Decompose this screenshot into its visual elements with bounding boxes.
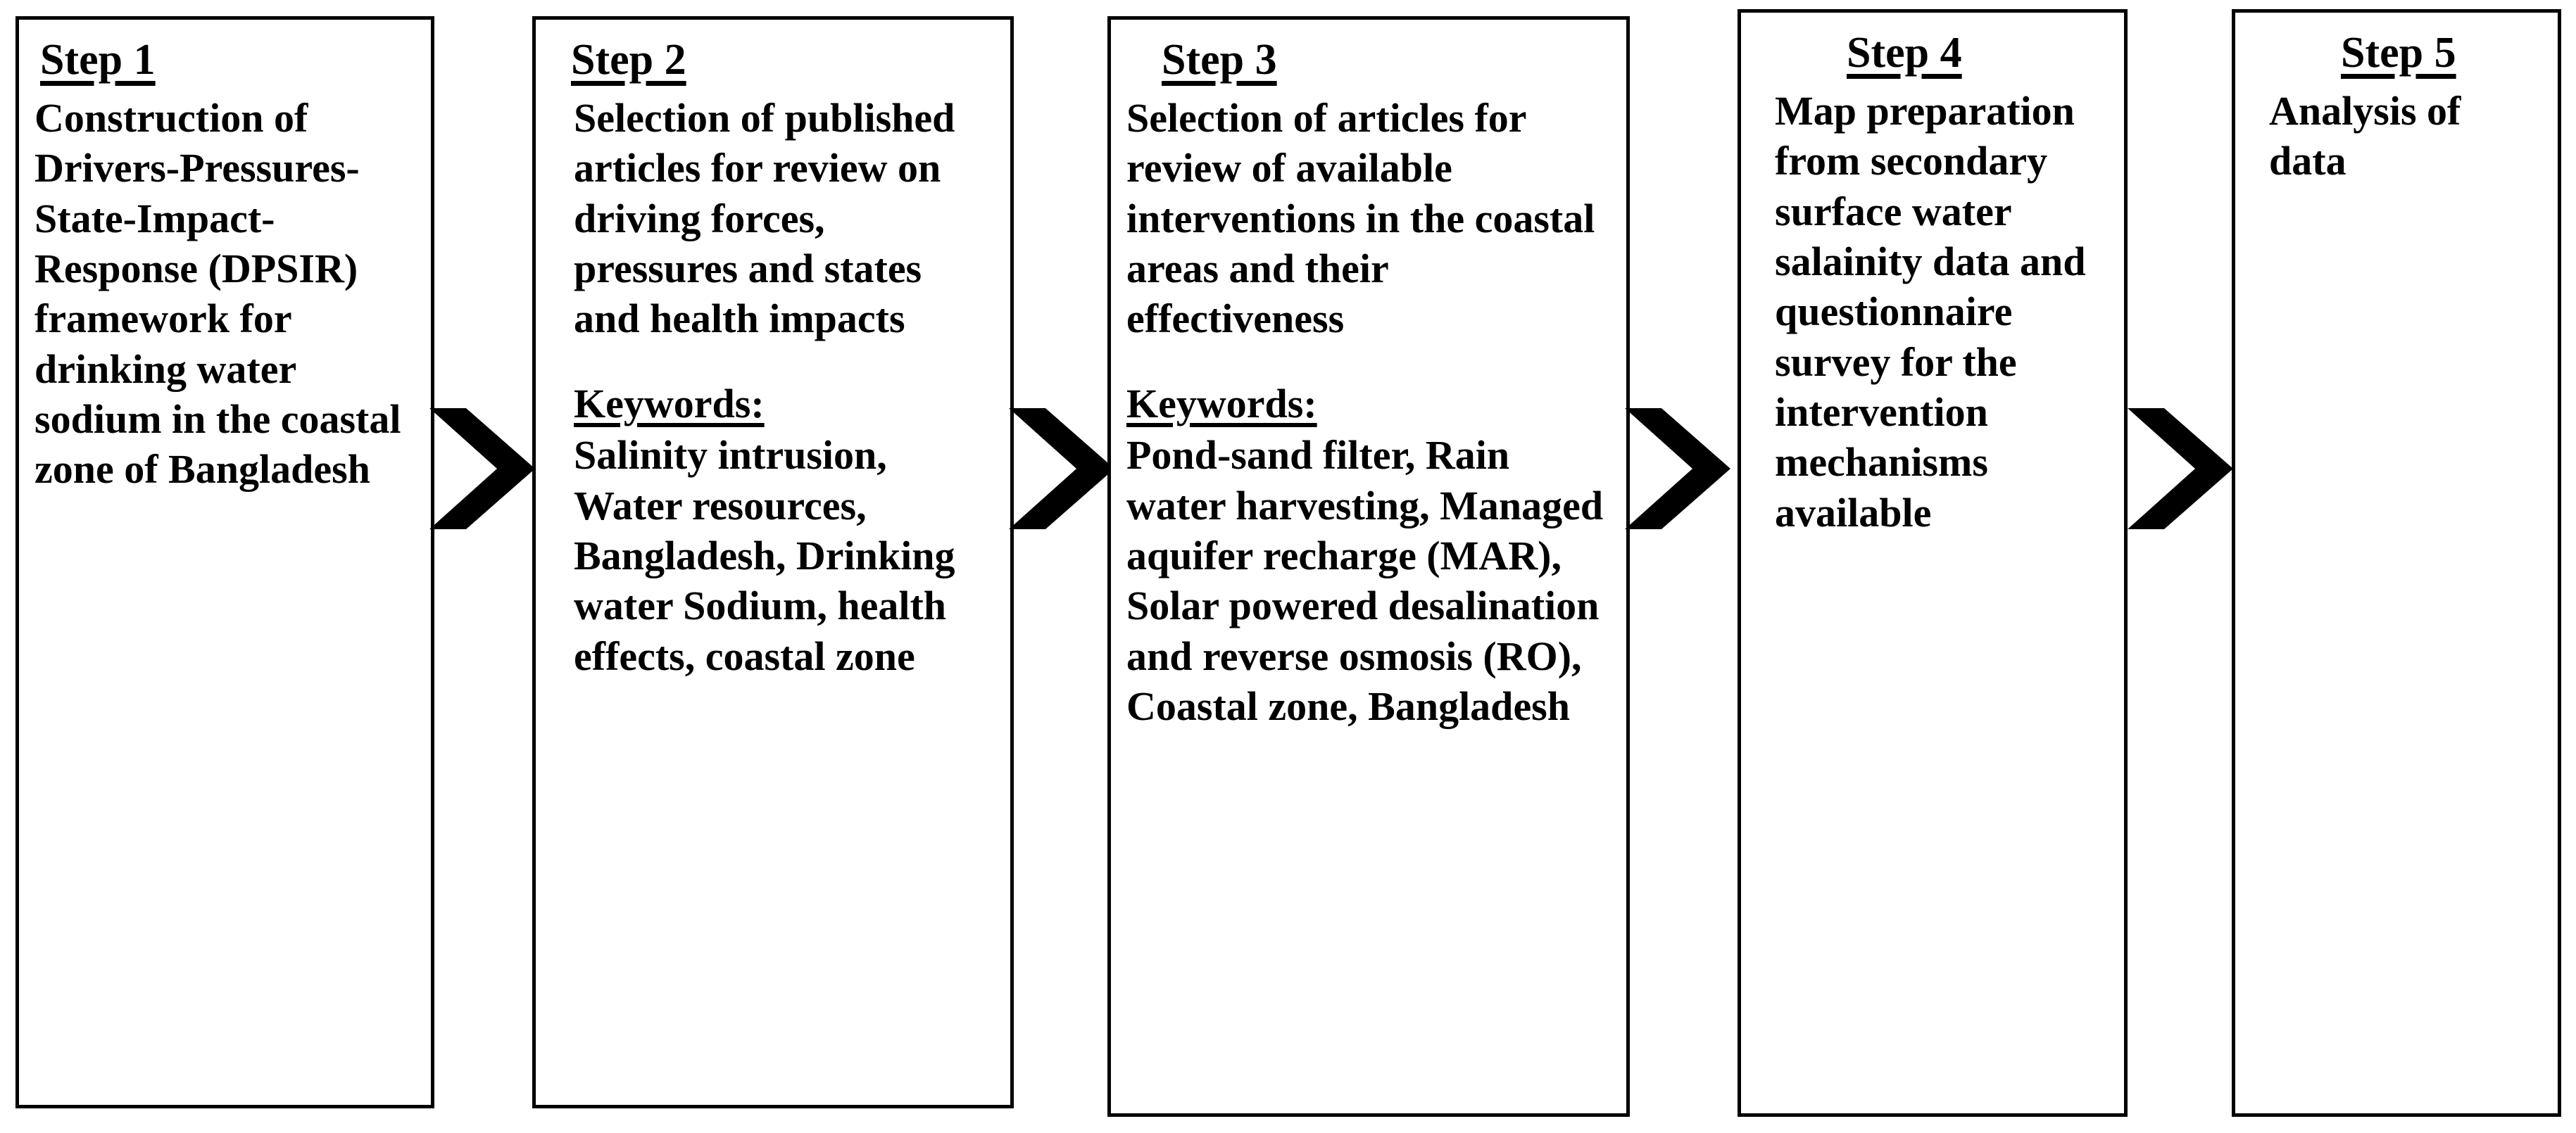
step-4-content: Step 4 Map preparation from secondary su… xyxy=(1741,13,2124,1113)
step-box-1[interactable]: Step 1 Construction of Drivers-Pressures… xyxy=(15,16,434,1108)
step-3-content: Step 3 Selection of articles for review … xyxy=(1111,20,1626,1113)
step-box-4[interactable]: Step 4 Map preparation from secondary su… xyxy=(1738,9,2128,1117)
step-box-5[interactable]: Step 5 Analysis of data xyxy=(2232,9,2561,1117)
step-2-body: Selection of published articles for revi… xyxy=(574,95,955,342)
step-3-keywords-block: Keywords: Pond-sand filter, Rain water h… xyxy=(1126,381,1611,732)
step-3-title-row: Step 3 xyxy=(1126,38,1611,93)
chevron-right-icon xyxy=(1625,408,1730,529)
step-5-heading: Step 5 xyxy=(2341,29,2456,77)
step-4-title-row: Step 4 xyxy=(1757,31,2109,86)
step-5-title-row: Step 5 xyxy=(2251,31,2542,86)
step-1-heading: Step 1 xyxy=(40,36,156,84)
step-1-title-row: Step 1 xyxy=(34,38,415,93)
step-4-heading: Step 4 xyxy=(1847,29,1962,77)
step-3-heading: Step 3 xyxy=(1162,36,1277,84)
step-3-body: Selection of articles for review of avai… xyxy=(1126,95,1595,342)
chevron-4-to-5-icon xyxy=(2128,408,2233,529)
chevron-right-icon xyxy=(2128,408,2233,529)
step-box-2[interactable]: Step 2 Selection of published articles f… xyxy=(532,16,1014,1108)
step-2-keywords-list: Salinity intrusion, Water resources, Ban… xyxy=(574,432,955,679)
step-5-body: Analysis of data xyxy=(2269,88,2461,184)
step-1-body: Construction of Drivers-Pressures-State-… xyxy=(34,95,401,493)
chevron-right-icon xyxy=(429,408,535,529)
step-2-keywords-label: Keywords: xyxy=(574,380,765,426)
step-3-keywords-label: Keywords: xyxy=(1126,380,1317,426)
chevron-2-to-3-icon xyxy=(1009,408,1114,529)
step-5-content: Step 5 Analysis of data xyxy=(2235,13,2558,1113)
step-2-keywords-block: Keywords: Salinity intrusion, Water reso… xyxy=(551,381,995,681)
chevron-1-to-2-icon xyxy=(429,408,535,529)
step-4-body: Map preparation from secondary surface w… xyxy=(1775,88,2086,536)
step-2-content: Step 2 Selection of published articles f… xyxy=(536,20,1010,1105)
chevron-right-icon xyxy=(1009,408,1114,529)
step-2-heading: Step 2 xyxy=(571,36,686,84)
chevron-3-to-4-icon xyxy=(1625,408,1730,529)
step-3-keywords-list: Pond-sand filter, Rain water harvesting,… xyxy=(1126,432,1604,729)
step-1-content: Step 1 Construction of Drivers-Pressures… xyxy=(19,20,431,1105)
step-box-3[interactable]: Step 3 Selection of articles for review … xyxy=(1107,16,1630,1117)
step-2-title-row: Step 2 xyxy=(551,38,995,93)
